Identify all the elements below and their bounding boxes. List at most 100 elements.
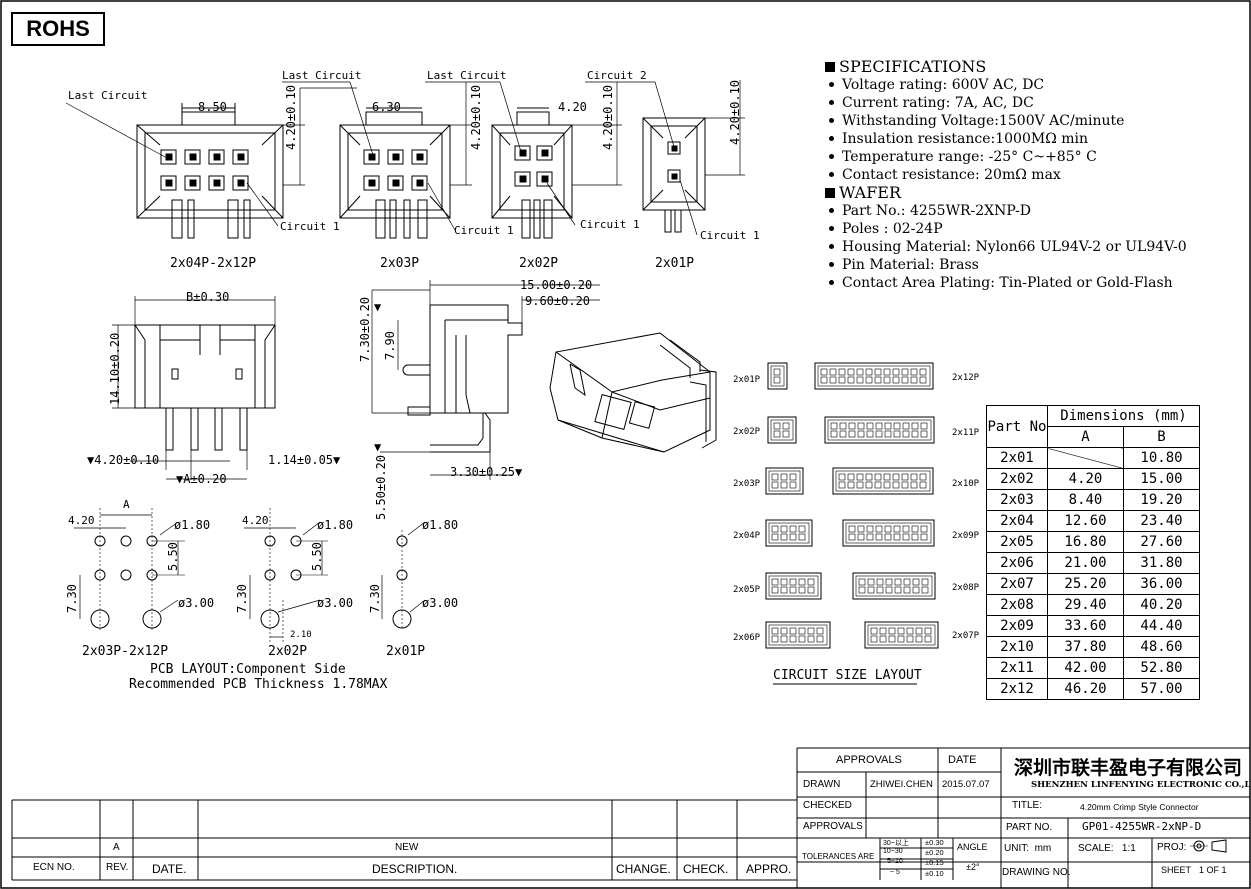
date-header: DATE: [948, 754, 977, 766]
mini-cavity: [839, 422, 847, 430]
mini-connector: [767, 416, 797, 444]
iso-view: [549, 332, 717, 453]
mini-cavity: [798, 578, 806, 586]
mini-cavity: [911, 430, 919, 438]
appro-header: APPRO.: [746, 862, 792, 876]
mini-cavity: [866, 533, 874, 541]
circuit-label-left: 2x03P: [733, 479, 761, 489]
wafer-part-no: Part No.: 4255WR-2XNP-D: [842, 203, 1031, 219]
side-pin-dim: 3.30±0.25▼: [450, 465, 523, 479]
terminal: [213, 179, 221, 187]
mini-cavity: [875, 525, 883, 533]
cavity: [363, 175, 380, 191]
mini-cavity: [894, 578, 902, 586]
mini-cavity: [771, 627, 779, 635]
approvals-header: APPROVALS: [836, 754, 902, 766]
title-value: 4.20mm Crimp Style Connector: [1080, 802, 1199, 812]
front-view: [112, 296, 276, 480]
pcb-layout-1: [74, 508, 185, 630]
bullet-icon: [829, 99, 834, 105]
spec-title: SPECIFICATIONS: [839, 57, 987, 76]
change-header: CHANGE.: [616, 862, 671, 876]
cavity: [387, 149, 404, 165]
mini-cavity: [902, 525, 910, 533]
front-a-dim: ▼A±0.20: [176, 472, 227, 486]
tol-value: ±0.15: [925, 858, 944, 867]
mini-cavity: [789, 533, 797, 541]
unit-label-text: UNIT:: [1004, 843, 1029, 854]
mini-cavity: [847, 368, 855, 376]
mini-cavity: [897, 627, 905, 635]
mini-connector-inner: [867, 624, 936, 646]
mini-cavity: [866, 430, 874, 438]
circuit-size-layout: [765, 362, 939, 649]
mini-cavity: [906, 635, 914, 643]
mini-cavity: [820, 376, 828, 384]
mini-cavity: [847, 376, 855, 384]
spec-contact-resistance: Contact resistance: 20mΩ max: [842, 167, 1061, 183]
mini-cavity: [820, 368, 828, 376]
mini-cavity: [892, 368, 900, 376]
pcb-pitch-label: 4.20: [68, 514, 95, 527]
cavity: [411, 175, 428, 191]
mini-cavity: [901, 376, 909, 384]
mini-cavity: [856, 376, 864, 384]
terminal: [189, 153, 197, 161]
pcb-v1-label: 5.50: [310, 542, 324, 571]
mini-cavity: [848, 422, 856, 430]
mini-cavity: [830, 430, 838, 438]
tol-value: ±0.30: [925, 838, 944, 847]
mini-cavity: [830, 422, 838, 430]
mini-cavity: [858, 586, 866, 594]
mini-cavity: [782, 422, 790, 430]
spec-temperature: Temperature range: -25° C~+85° C: [842, 149, 1097, 165]
mini-cavity: [915, 635, 923, 643]
mini-cavity: [838, 376, 846, 384]
mini-cavity: [780, 635, 788, 643]
mini-cavity: [883, 481, 891, 489]
mini-cavity: [780, 627, 788, 635]
col-a-header: A: [1047, 426, 1124, 448]
cavity: [184, 149, 201, 165]
rev-header: REV.: [106, 862, 129, 873]
mini-connector-inner: [768, 575, 819, 597]
terminal: [213, 153, 221, 161]
terminal: [368, 153, 376, 161]
terminal: [165, 179, 173, 187]
ecn-header: ECN NO.: [33, 862, 75, 873]
mini-cavity: [857, 430, 865, 438]
terminal: [541, 149, 549, 157]
mini-cavity: [876, 586, 884, 594]
table-cell-p: 2x09: [986, 615, 1048, 637]
top-view-2x02p: [425, 81, 622, 239]
table-cell-p: 2x10: [986, 636, 1048, 658]
mini-cavity: [885, 586, 893, 594]
spec-heading: SPECIFICATIONS: [825, 58, 1187, 76]
square-bullet-icon: [825, 188, 835, 198]
mini-cavity: [771, 586, 779, 594]
mini-cavity: [856, 481, 864, 489]
mini-cavity: [919, 376, 927, 384]
mini-cavity: [771, 481, 779, 489]
terminal: [237, 179, 245, 187]
circuit-1-label: Circuit 1: [580, 218, 640, 231]
mini-cavity: [866, 422, 874, 430]
mini-cavity: [921, 578, 929, 586]
cavity: [208, 175, 225, 191]
mini-connector-inner: [770, 365, 785, 387]
table-cell-b: 52.80: [1123, 657, 1200, 679]
mini-cavity: [857, 422, 865, 430]
mini-cavity: [903, 586, 911, 594]
mini-cavity: [771, 578, 779, 586]
mini-cavity: [867, 578, 875, 586]
spec-item: Insulation resistance:1000MΩ min: [825, 130, 1187, 148]
table-cell-a: 29.40: [1047, 594, 1124, 616]
last-circuit-label: Last Circuit: [427, 69, 507, 82]
pcb-hole-large-label: ø3.00: [317, 596, 354, 610]
cavity: [208, 149, 225, 165]
terminal: [392, 153, 400, 161]
mini-connector-inner: [835, 470, 931, 492]
